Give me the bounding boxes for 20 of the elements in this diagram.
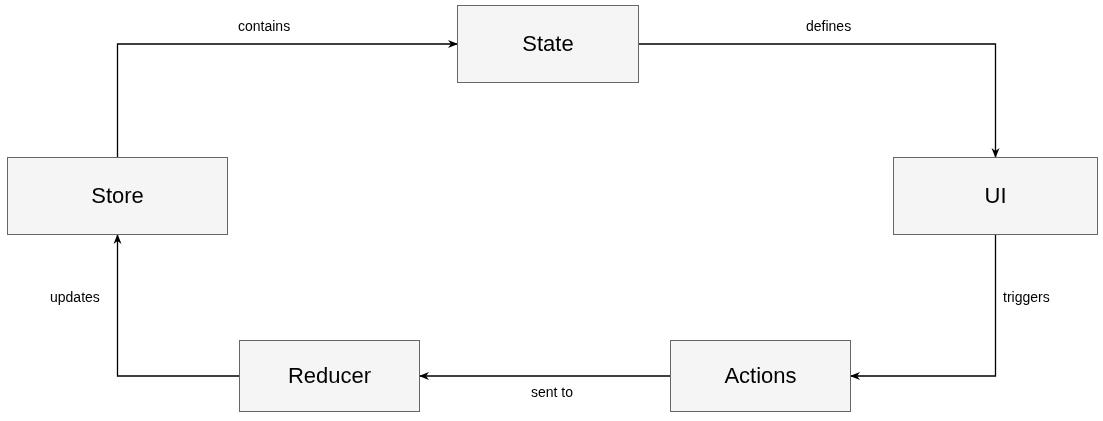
node-label: Actions: [724, 363, 797, 389]
edge-label: defines: [806, 18, 852, 34]
node-label: Reducer: [287, 363, 372, 389]
edge-label: contains: [238, 18, 291, 34]
edge-label: updates: [50, 289, 100, 305]
arrow: [419, 372, 671, 380]
arrow: [116, 40, 458, 158]
arrow: [850, 234, 997, 380]
node-label: UI: [984, 183, 1007, 209]
node-label: State: [522, 31, 574, 57]
arrow: [113, 234, 240, 377]
process-box: [457, 5, 639, 83]
edge-label: triggers: [1003, 289, 1050, 305]
node-label: Store: [91, 183, 144, 209]
arrow: [638, 43, 1000, 158]
process-box: [239, 340, 420, 412]
process-box: [893, 157, 1098, 235]
process-box: [7, 157, 228, 235]
edge-label: sent to: [531, 384, 574, 400]
process-box: [670, 340, 851, 412]
